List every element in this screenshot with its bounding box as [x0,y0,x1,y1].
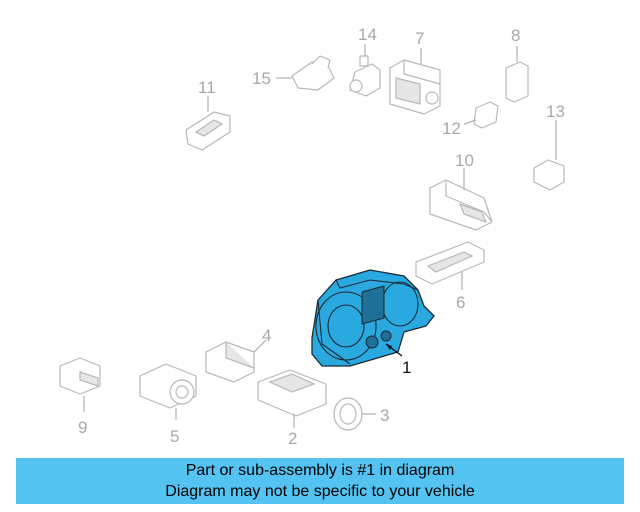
leader-4 [253,339,267,353]
part-11-handle-switch[interactable]: 11 [185,78,231,151]
part-10-switch-housing[interactable]: 10 [429,151,493,231]
part-7-module[interactable]: 7 [389,29,441,115]
banner-line-2: Diagram may not be specific to your vehi… [165,483,475,500]
part-6-switch-panel[interactable]: 6 [415,241,485,312]
part-2-control-panel[interactable]: 2 [257,369,327,448]
part-3-round-button[interactable]: 3 [333,397,389,431]
part-13-pin-sensor[interactable]: 13 [533,102,565,191]
part-5-headlight-switch[interactable]: 5 [139,363,197,446]
part-4-switch-block[interactable]: 4 [205,326,271,383]
part-8-button[interactable]: 8 [505,26,529,103]
callout-9: 9 [78,418,87,437]
callout-11: 11 [198,78,216,97]
callout-5: 5 [170,427,179,446]
callout-6: 6 [456,293,465,312]
callout-4: 4 [262,326,271,345]
part-9-module[interactable]: 9 [59,357,101,437]
callout-15: 15 [252,69,271,88]
callout-3: 3 [380,406,389,425]
callout-13: 13 [546,102,565,121]
info-banner: Part or sub-assembly is #1 in diagram Di… [16,458,624,504]
callout-7: 7 [415,29,424,48]
part-12-clip[interactable]: 12 [442,101,499,138]
part-14-sensor[interactable]: 14 [349,25,381,97]
part-15-switch[interactable]: 15 [252,55,335,91]
callout-12: 12 [442,119,461,138]
leader-12 [463,119,477,125]
banner-line-1: Part or sub-assembly is #1 in diagram [185,462,455,479]
part-1-instrument-cluster[interactable]: 1 [311,269,435,377]
callout-10: 10 [455,151,474,170]
callout-14: 14 [358,25,377,44]
callout-8: 8 [511,26,520,45]
callout-2: 2 [288,429,297,448]
callout-1: 1 [402,358,411,377]
